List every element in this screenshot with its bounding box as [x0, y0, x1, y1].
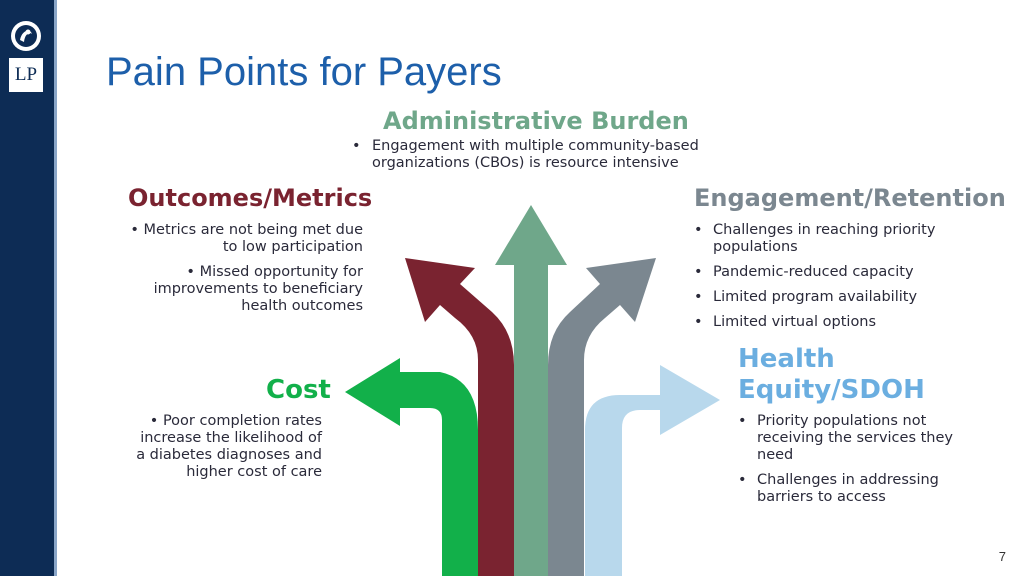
sidebar: LP [0, 0, 54, 576]
outcomes-bullet-1: Metrics are not being met due to low par… [143, 222, 363, 255]
logo-lp: LP [9, 58, 43, 92]
health-bullet-2: Challenges in addressing barriers to acc… [757, 472, 939, 505]
engagement-bullet-2: Pandemic-reduced capacity [713, 264, 914, 280]
health-heading-line2: Equity/SDOH [738, 375, 925, 405]
health-arrow [585, 365, 720, 576]
outcomes-arrow [405, 258, 514, 576]
engagement-bullet-3: Limited program availability [713, 289, 918, 305]
engagement-arrow [548, 258, 656, 576]
admin-arrow [495, 205, 567, 576]
admin-body: • Engagement with multiple community-bas… [352, 138, 699, 171]
engagement-bullet-1: Challenges in reaching priority populati… [713, 222, 936, 255]
admin-bullet-1: Engagement with multiple community-based… [372, 138, 699, 171]
health-body: • Priority populations not receiving the… [738, 413, 953, 505]
admin-heading: Administrative Burden [383, 107, 689, 135]
engagement-heading: Engagement/Retention [694, 184, 1006, 212]
health-heading: Health Equity/SDOH [738, 344, 925, 406]
health-bullet-1: Priority populations not receiving the s… [757, 413, 953, 463]
engagement-body: • Challenges in reaching priority popula… [694, 222, 936, 330]
cost-heading: Cost [266, 375, 331, 405]
cost-bullet-1: Poor completion rates increase the likel… [136, 413, 322, 480]
cost-body: • Poor completion rates increase the lik… [136, 413, 322, 480]
page-title: Pain Points for Payers [106, 50, 502, 94]
engagement-bullet-4: Limited virtual options [713, 314, 877, 330]
logo-emblem-icon [11, 21, 41, 51]
page-number: 7 [998, 549, 1006, 564]
outcomes-heading: Outcomes/Metrics [128, 184, 373, 212]
outcomes-bullet-2: Missed opportunity for improvements to b… [153, 264, 363, 314]
cost-arrow [345, 358, 478, 576]
outcomes-body: • Metrics are not being met due to low p… [130, 222, 363, 314]
health-heading-line1: Health [738, 344, 835, 374]
sidebar-divider [54, 0, 57, 576]
